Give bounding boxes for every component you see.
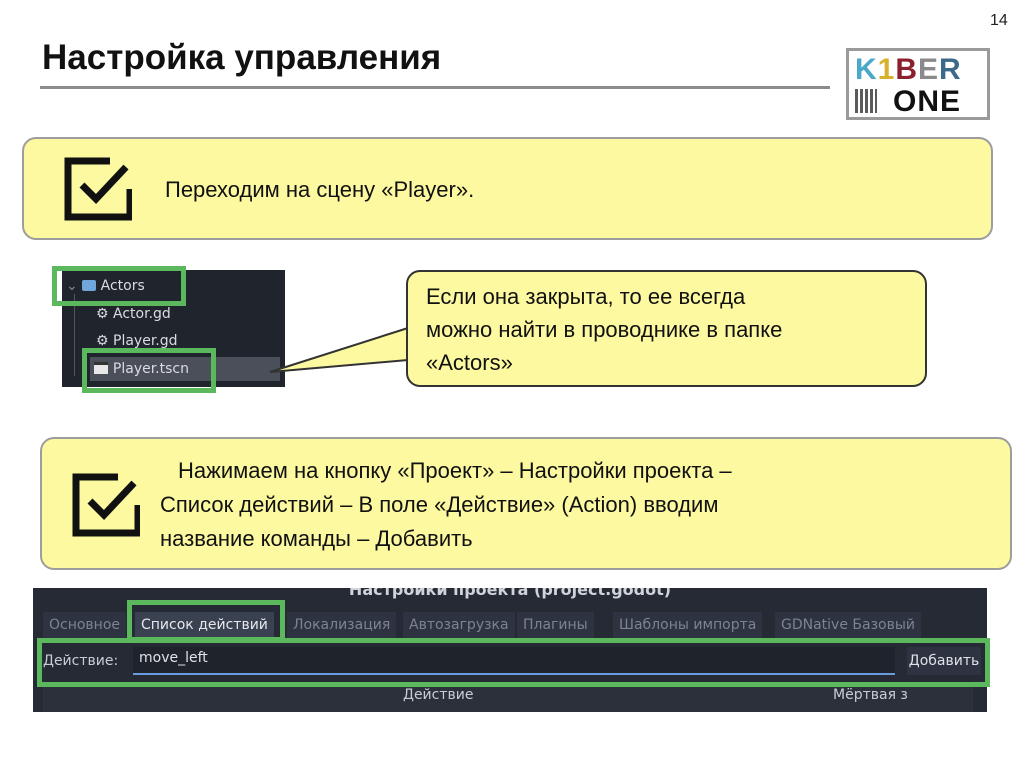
checkbox-checked-icon [72, 473, 140, 537]
window-title: Настройки проекта (project.godot) [348, 588, 672, 599]
highlight-player-tscn [82, 348, 216, 393]
qr-code-icon [855, 89, 877, 113]
step-2-note: Нажимаем на кнопку «Проект» – Настройки … [40, 437, 1012, 570]
step-1-note: Переходим на сцену «Player». [22, 137, 993, 240]
tree-item-actors[interactable]: ⌄ Actors [66, 278, 145, 294]
folder-icon [82, 280, 97, 291]
tab-autoload[interactable]: Автозагрузка [403, 612, 515, 638]
page-title: Настройка управления [42, 38, 442, 77]
gear-icon: ⚙ [96, 306, 109, 322]
tree-item-player-tscn[interactable]: Player.tscn [90, 357, 280, 381]
column-deadzone: Мёртвая з [833, 687, 908, 703]
tree-item-actor-gd[interactable]: ⚙ Actor.gd [96, 306, 171, 322]
callout-line: можно найти в проводнике в папке [426, 317, 783, 342]
highlight-input-map-tab [127, 600, 285, 642]
tab-plugins[interactable]: Плагины [517, 612, 594, 638]
tab-input-map[interactable]: Список действий [135, 612, 274, 638]
scene-icon [94, 362, 109, 374]
checkbox-checked-icon [64, 157, 132, 221]
gear-icon: ⚙ [96, 333, 109, 349]
actions-table-header: Действие Мёртвая з [43, 686, 973, 712]
column-action: Действие [403, 687, 474, 703]
step-1-text: Переходим на сцену «Player». [165, 177, 475, 202]
tab-gdnative[interactable]: GDNative Базовый [775, 612, 922, 638]
action-label: Действие: [43, 653, 119, 669]
page-number: 14 [990, 12, 1008, 29]
tree-line [74, 294, 75, 376]
highlight-action-row [37, 638, 990, 687]
callout-line: «Actors» [426, 350, 513, 375]
action-input[interactable]: move_left [133, 647, 895, 675]
tree-item-player-gd[interactable]: ⚙ Player.gd [96, 333, 178, 349]
file-system-panel: ⌄ Actors ⚙ Actor.gd ⚙ Player.gd Player.t… [62, 270, 285, 387]
tab-localization[interactable]: Локализация [287, 612, 397, 638]
tab-import-defaults[interactable]: Шаблоны импорта [613, 612, 763, 638]
callout-line: Если она закрыта, то ее всегда [426, 284, 746, 309]
title-divider [40, 86, 830, 89]
kiberone-logo: K1BER ONE [846, 48, 990, 120]
add-button[interactable]: Добавить [907, 647, 981, 675]
step-2-line: Нажимаем на кнопку «Проект» – Настройки … [178, 458, 732, 483]
step-2-line: название команды – Добавить [160, 526, 473, 551]
step-2-line: Список действий – В поле «Действие» (Act… [160, 492, 719, 517]
callout-pointer [269, 327, 409, 373]
tab-general[interactable]: Основное [43, 612, 127, 638]
highlight-actors [52, 266, 186, 306]
callout-note: Если она закрыта, то ее всегда можно най… [406, 270, 927, 387]
project-settings-window: Настройки проекта (project.godot) Основн… [33, 588, 987, 712]
